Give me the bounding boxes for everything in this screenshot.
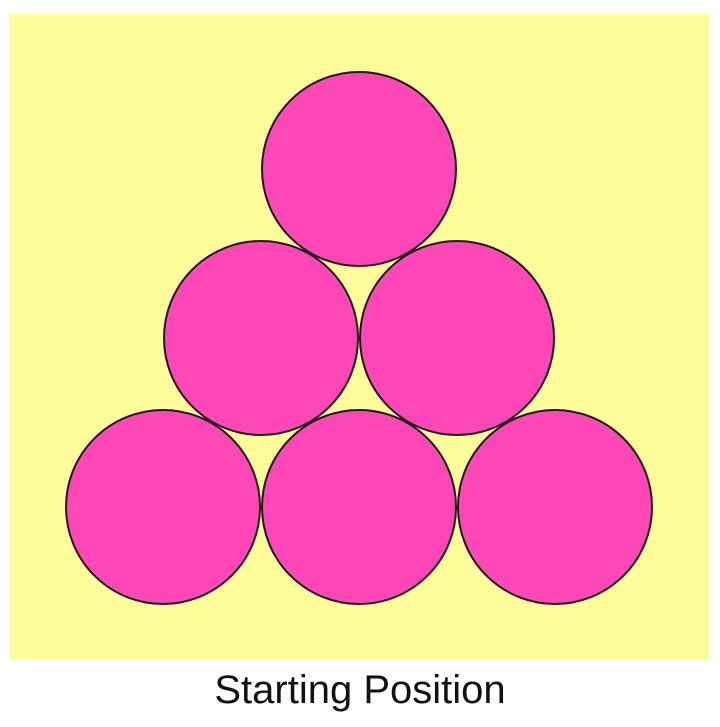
circle-row-3-pos-3 bbox=[457, 409, 653, 605]
circle-row-3-pos-2 bbox=[261, 409, 457, 605]
circle-row-3-pos-1 bbox=[65, 409, 261, 605]
circle-group bbox=[65, 71, 653, 605]
circle-row-1-pos-1 bbox=[261, 71, 457, 267]
circle-row-2-pos-1 bbox=[163, 240, 359, 436]
diagram-canvas bbox=[9, 14, 709, 659]
diagram-caption: Starting Position bbox=[214, 668, 506, 712]
circle-row-2-pos-2 bbox=[359, 240, 555, 436]
circle-triangle-diagram bbox=[9, 14, 709, 659]
